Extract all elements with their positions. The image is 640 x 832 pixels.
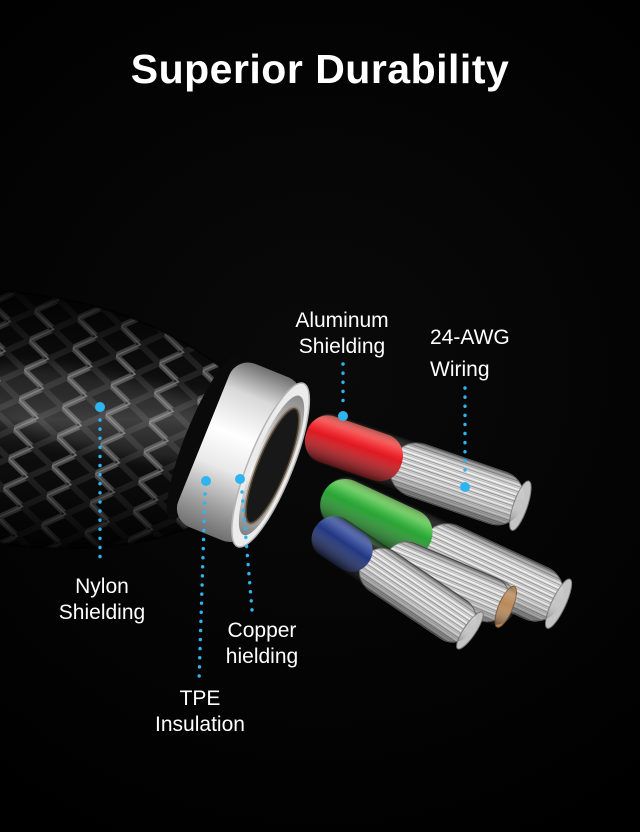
cable-core — [245, 407, 300, 524]
sleeve-body — [176, 362, 302, 543]
leader-tpe-dot — [201, 476, 211, 486]
label-line: Aluminum — [295, 309, 389, 332]
leader-copper — [240, 490, 254, 612]
label-24awg-wiring: 24-AWG Wiring — [430, 322, 570, 386]
leader-nylon-dot — [95, 402, 105, 412]
label-line: hielding — [225, 645, 299, 668]
leader-awg-dot — [460, 482, 470, 492]
wire-blue — [311, 515, 484, 650]
label-copper-shielding: Copper hielding — [192, 618, 332, 670]
label-nylon-shielding: Nylon Shielding — [32, 574, 172, 626]
label-line: Shielding — [58, 601, 146, 624]
label-line: Copper — [227, 619, 297, 642]
label-line: 24-AWG — [430, 326, 510, 349]
label-tpe-insulation: TPE Insulation — [130, 686, 270, 738]
label-line: Insulation — [155, 713, 245, 736]
label-aluminum-shielding: Aluminum Shielding — [262, 308, 422, 360]
leader-aluminum-dot — [338, 411, 348, 421]
tpe-sleeve — [166, 356, 311, 548]
label-line: Nylon — [75, 575, 129, 598]
leader-lines — [95, 362, 470, 684]
copper-ring — [243, 406, 302, 526]
wire-red — [304, 413, 532, 531]
page-title: Superior Durability — [130, 46, 510, 92]
wire-bare — [383, 541, 518, 628]
label-line: Shielding — [298, 335, 386, 358]
label-line: TPE — [179, 687, 221, 710]
leader-copper-dot — [235, 474, 245, 484]
label-line: Wiring — [430, 358, 490, 381]
